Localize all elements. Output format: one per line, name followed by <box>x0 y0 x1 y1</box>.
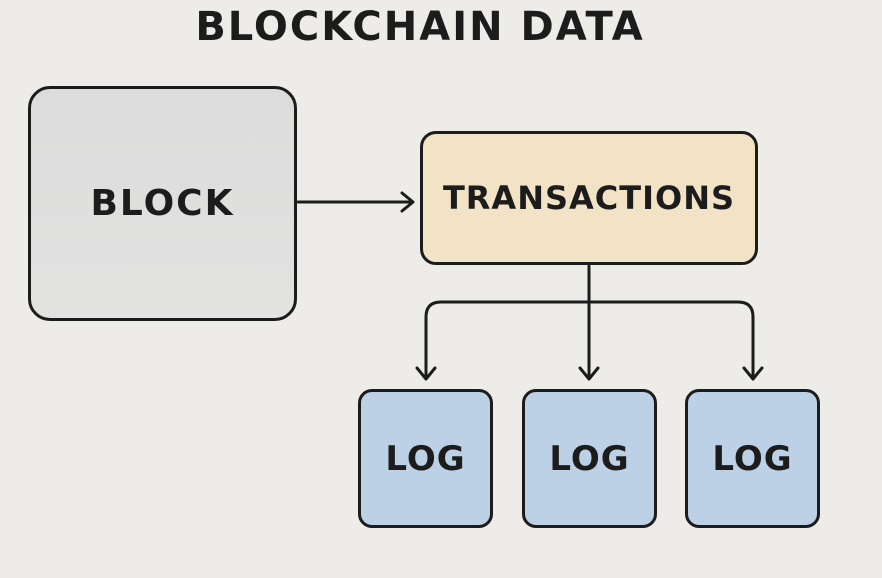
arrowhead-log-1 <box>415 366 437 381</box>
block-node: BLOCK <box>28 86 297 321</box>
arrow-transactions-to-log-1 <box>424 300 591 380</box>
arrow-transactions-to-log-3 <box>587 300 755 380</box>
log-label-2: LOG <box>549 438 630 479</box>
arrowhead-log-2 <box>578 366 600 381</box>
log-node-3: LOG <box>685 389 820 528</box>
transactions-label: TRANSACTIONS <box>442 179 736 217</box>
block-label: BLOCK <box>90 183 235 224</box>
arrowhead-block-to-transactions <box>400 191 415 213</box>
log-label-3: LOG <box>712 438 793 479</box>
arrowhead-log-3 <box>742 366 764 381</box>
log-node-1: LOG <box>358 389 493 528</box>
log-label-1: LOG <box>385 438 466 479</box>
diagram-title: BLOCKCHAIN DATA <box>195 4 645 50</box>
transactions-node: TRANSACTIONS <box>420 131 758 265</box>
log-node-2: LOG <box>522 389 657 528</box>
